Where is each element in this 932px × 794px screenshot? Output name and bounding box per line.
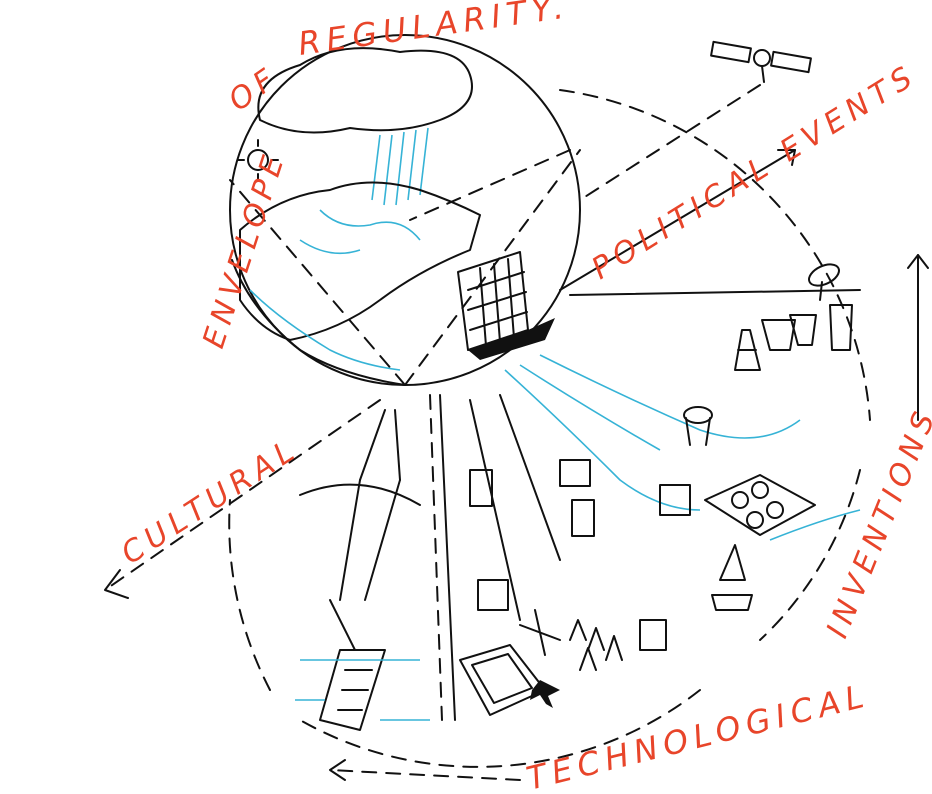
radar-dish-icon xyxy=(806,260,843,300)
ship-icon xyxy=(320,650,385,730)
label-political-events: POLITICAL EVENTS xyxy=(586,58,924,287)
label-inventions: INVENTIONS xyxy=(820,402,932,643)
label-cultural: CULTURAL xyxy=(115,431,305,571)
quarry-pit xyxy=(460,645,545,715)
label-of: OF xyxy=(223,60,286,119)
factory-buildings xyxy=(470,460,690,650)
highway-lines xyxy=(430,395,560,720)
water-tower-icon xyxy=(684,407,712,445)
transmission-tower-icon xyxy=(300,410,420,650)
label-technological: TECHNOLOGICAL xyxy=(523,676,873,794)
forest-icon xyxy=(570,620,622,670)
horizon-line xyxy=(570,290,860,295)
office-building-icon xyxy=(458,252,555,360)
inventions-arrow xyxy=(908,255,928,420)
satellite-icon xyxy=(711,42,811,82)
cloud-icon xyxy=(258,48,472,132)
rain-lines xyxy=(372,128,428,205)
solar-tanks-icon xyxy=(705,475,815,535)
airplane-icon xyxy=(520,610,560,708)
label-envelope: ENVELOPE xyxy=(196,146,293,352)
water-channels xyxy=(505,355,860,540)
pylon-icon xyxy=(735,330,760,370)
oil-rig-icon xyxy=(712,545,752,610)
cooling-towers-icon xyxy=(762,305,852,350)
label-regularity: REGULARITY. xyxy=(296,0,572,63)
